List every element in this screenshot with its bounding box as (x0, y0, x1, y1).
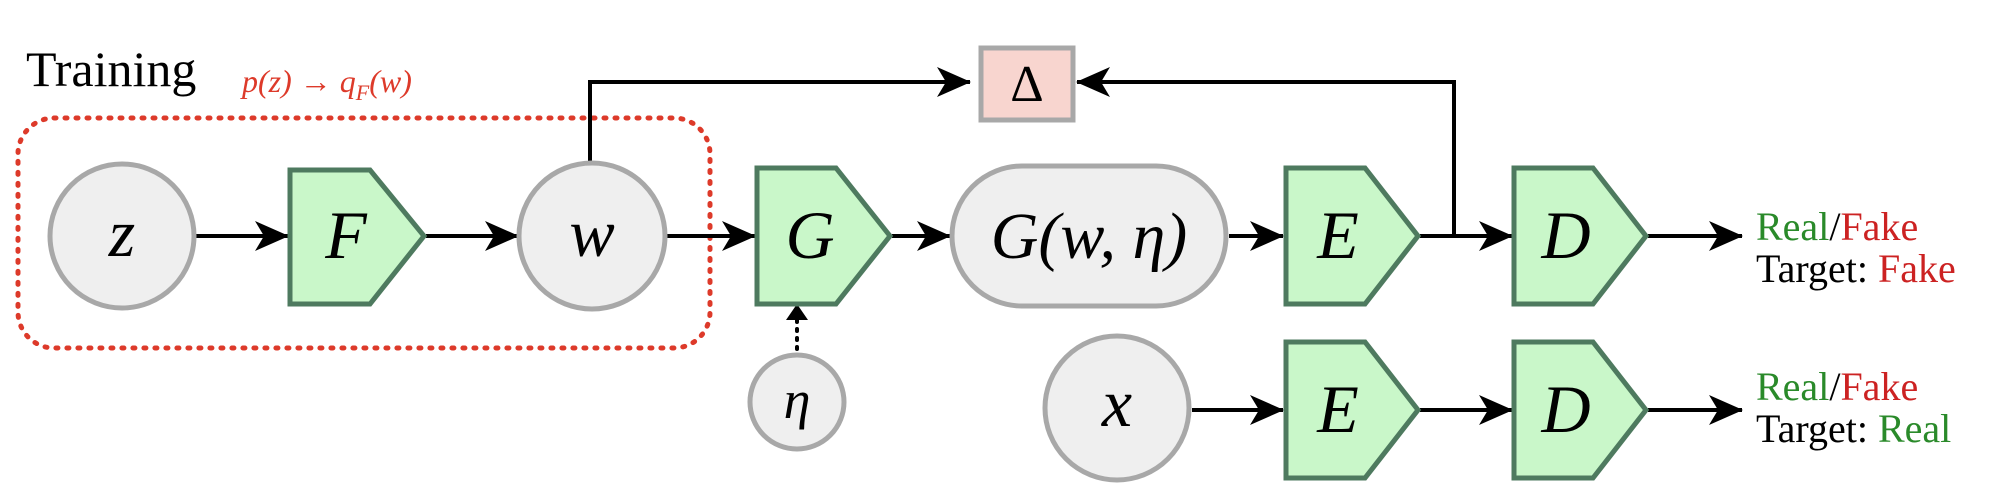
training-mapping-tail: (w) (369, 63, 412, 99)
e-label-bottom: E (1316, 371, 1359, 447)
x-label: x (1101, 365, 1132, 441)
z-label: z (108, 195, 135, 271)
g-module (754, 165, 894, 307)
output-slash-top: / (1829, 204, 1841, 249)
g-label: G (785, 197, 834, 273)
f-module (287, 167, 428, 307)
z-node (47, 161, 197, 311)
e-to-delta-arrow (1076, 67, 1456, 236)
training-mapping: p(z) → qF(w) (240, 63, 412, 105)
output-slash-bottom: / (1829, 364, 1841, 409)
output-real-bottom: Real (1756, 364, 1829, 409)
output-target-label-top: Target: (1756, 246, 1878, 291)
e-label-top: E (1316, 197, 1359, 273)
f-label: F (324, 197, 368, 273)
eta-node (747, 352, 847, 452)
output-real-top: Real (1756, 204, 1829, 249)
e-module-top (1283, 165, 1422, 307)
training-frame (15, 115, 713, 351)
output-real-fake-bottom: Real/Fake (1756, 364, 1918, 409)
w-node (516, 160, 668, 312)
d-label-top: D (1540, 197, 1590, 273)
w-label: w (569, 195, 614, 271)
eta-label: η (784, 370, 811, 430)
output-target-bottom: Target: Real (1756, 406, 1951, 451)
output-target-top: Target: Fake (1756, 246, 1956, 291)
delta-box (978, 45, 1076, 123)
d-module-top (1511, 165, 1650, 307)
delta-label: Δ (1010, 56, 1043, 113)
output-target-value-bottom: Real (1878, 406, 1951, 451)
output-target-value-top: Fake (1878, 246, 1956, 291)
d-module-bottom (1511, 339, 1650, 481)
d-label-bottom: D (1540, 371, 1590, 447)
generator-output-label: G(w, η) (991, 200, 1188, 273)
e-module-bottom (1283, 339, 1422, 481)
output-real-fake-top: Real/Fake (1756, 204, 1918, 249)
output-target-label-bottom: Target: (1756, 406, 1878, 451)
generator-output-node (949, 163, 1229, 309)
output-fake-top: Fake (1840, 204, 1918, 249)
training-mapping-sub: F (355, 80, 370, 105)
training-title: Training (26, 41, 196, 97)
eta-to-g-arrowhead (786, 304, 808, 320)
output-fake-bottom: Fake (1840, 364, 1918, 409)
training-mapping-main: p(z) → q (240, 63, 356, 99)
x-node (1042, 333, 1192, 483)
w-to-delta-arrow (588, 67, 971, 166)
